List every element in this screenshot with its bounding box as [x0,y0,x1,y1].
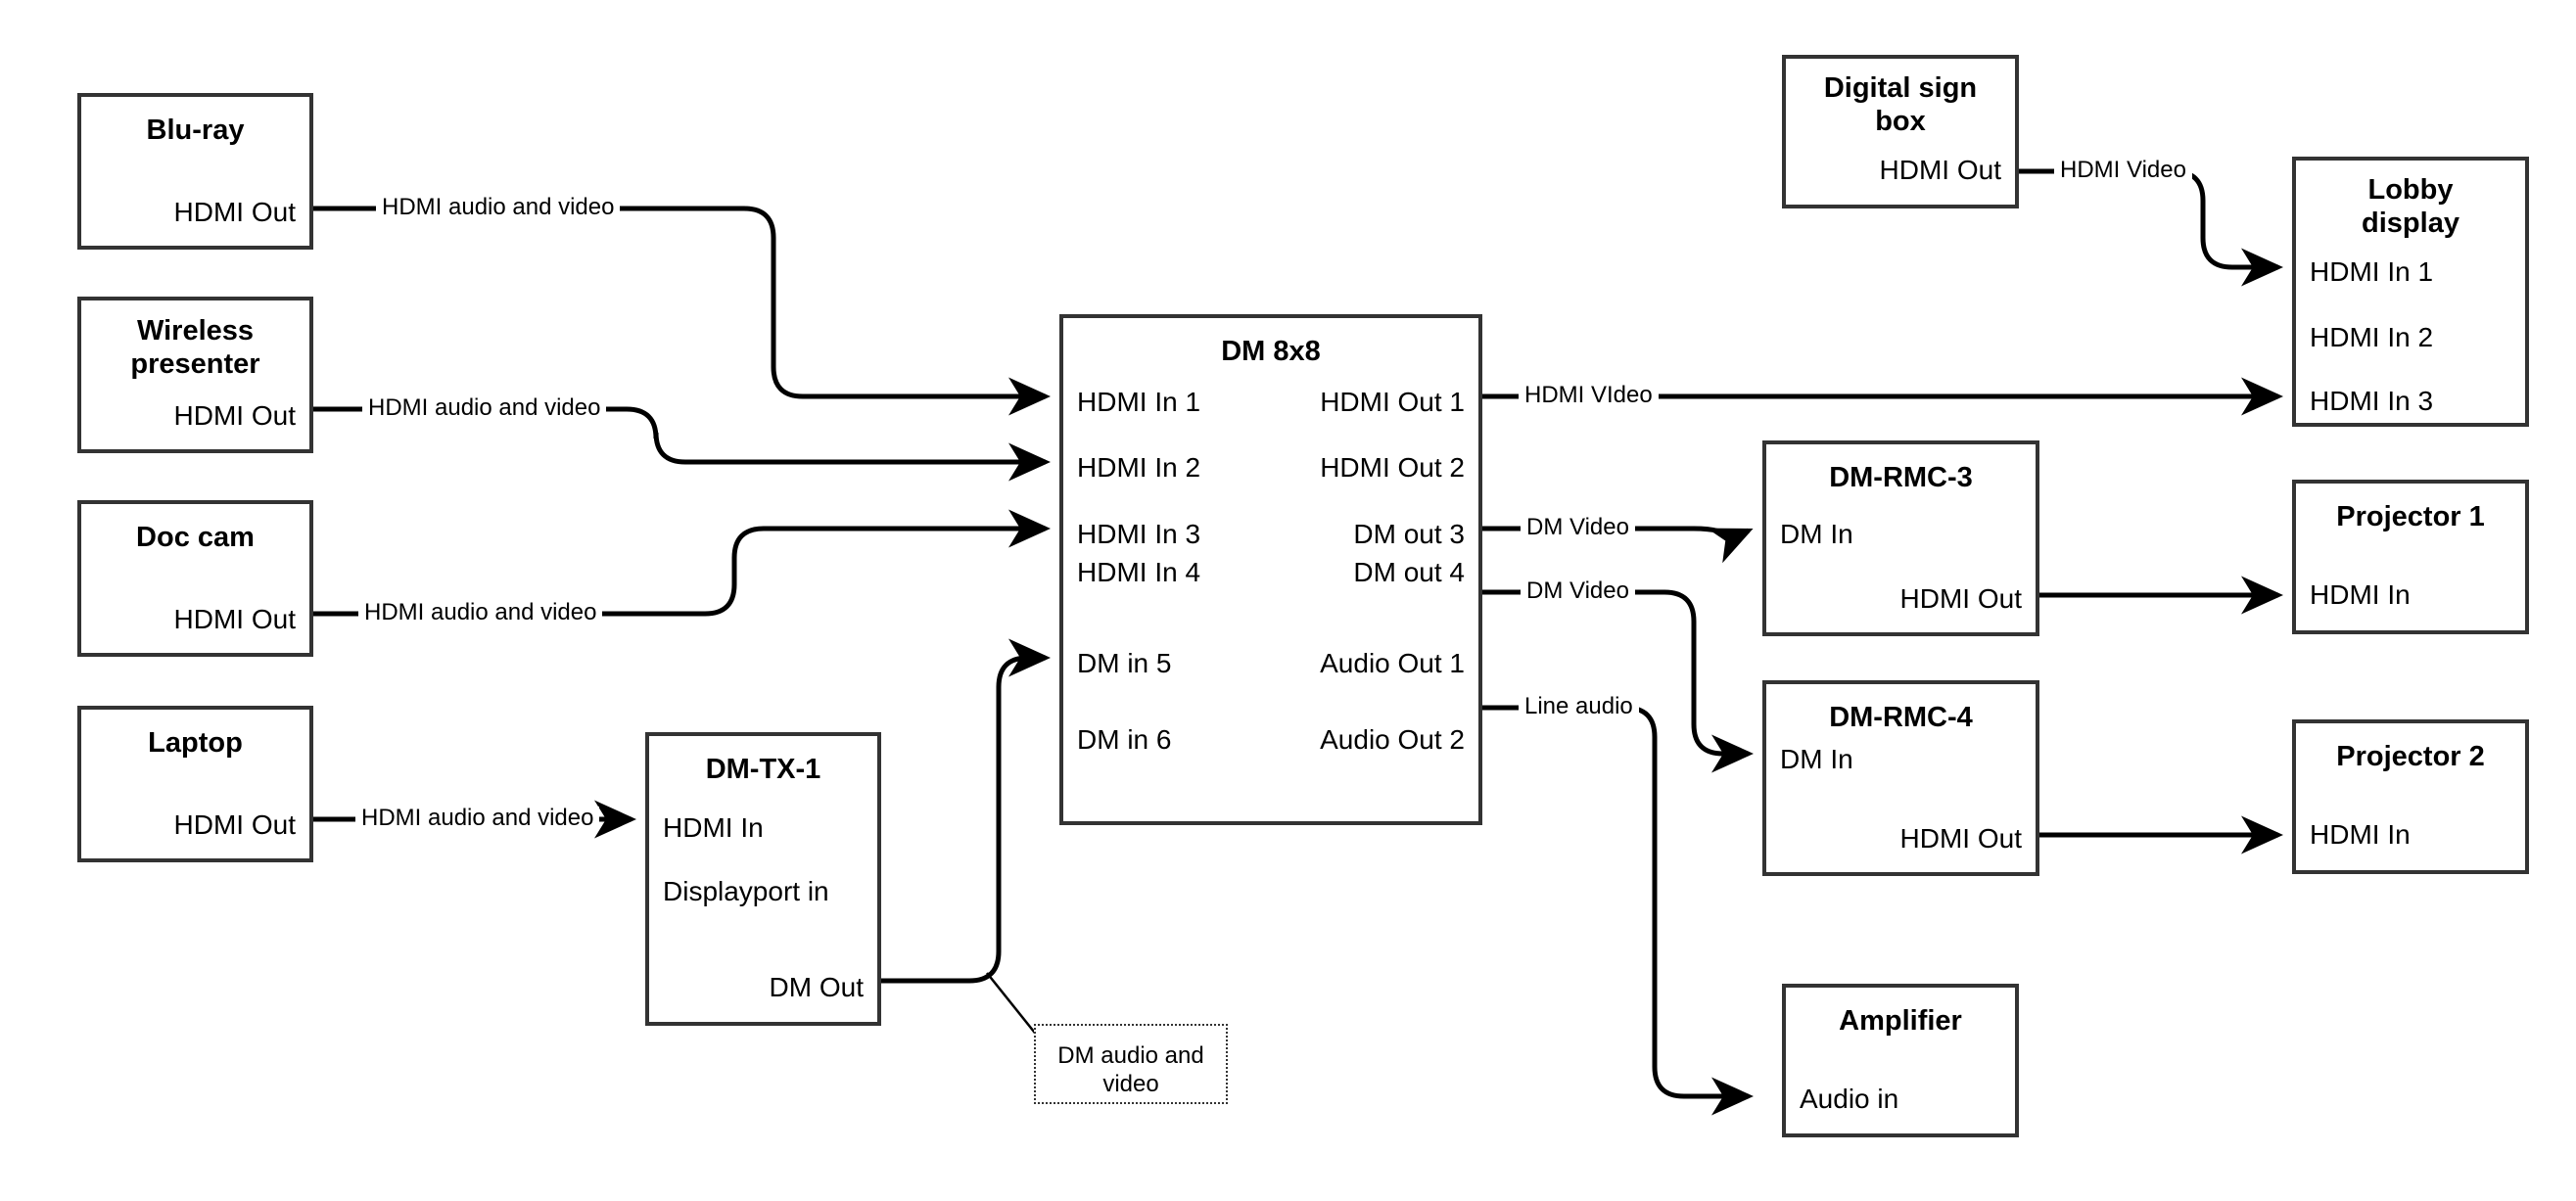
node-title-dm-rmc-4: DM-RMC-4 [1829,702,1973,733]
node-title-lobby-display: Lobby display [2362,174,2459,240]
port-amplifier-audio-in: Audio in [1800,1084,1899,1114]
node-dm-rmc-4[interactable]: DM-RMC-4 DM In HDMI Out [1762,680,2039,876]
note-dm-audio-and-video-text: DM audio and video [1057,1042,1204,1098]
node-dm-8x8[interactable]: DM 8x8 HDMI In 1 HDMI In 2 HDMI In 3 HDM… [1059,314,1482,825]
node-dm-tx-1[interactable]: DM-TX-1 HDMI In Displayport in DM Out [645,732,881,1026]
port-digital-sign-box-hdmi-out: HDMI Out [1879,155,2001,185]
port-dm-rmc-4-dm-in: DM In [1780,744,1853,774]
wire-label-laptop: HDMI audio and video [355,807,600,830]
port-dm-8x8-dm-in-5: DM in 5 [1077,648,1172,678]
node-title-dm-tx-1: DM-TX-1 [705,754,821,785]
node-title-dm-8x8: DM 8x8 [1221,336,1321,367]
port-dm-8x8-audio-out-1: Audio Out 1 [1320,648,1465,678]
node-title-doc-cam: Doc cam [136,522,255,553]
wire-label-bluray: HDMI audio and video [376,196,621,219]
port-dm-rmc-4-hdmi-out: HDMI Out [1899,823,2022,854]
node-title-laptop: Laptop [148,727,243,759]
port-lobby-display-hdmi-in-1: HDMI In 1 [2310,256,2434,287]
port-doc-cam-hdmi-out: HDMI Out [173,604,296,634]
node-title-dm-rmc-3: DM-RMC-3 [1829,462,1973,493]
node-projector-2[interactable]: Projector 2 HDMI In [2292,719,2529,874]
node-title-projector-1: Projector 1 [2336,501,2485,532]
port-dm-8x8-dm-out-4: DM out 4 [1353,557,1465,587]
node-title-projector-2: Projector 2 [2336,741,2485,772]
node-title-amplifier: Amplifier [1839,1005,1962,1037]
wire-label-dmout4: DM Video [1521,579,1635,603]
wire-dm-audioout1-to-amplifier [1482,705,1755,1116]
wire-sign-to-lobby-hdmi-in-1 [2019,168,2284,287]
node-title-blu-ray: Blu-ray [146,115,245,146]
port-dm-8x8-dm-out-3: DM out 3 [1353,519,1465,549]
port-dm-tx-1-displayport-in: Displayport in [663,876,829,906]
port-dm-tx-1-hdmi-in: HDMI In [663,812,764,843]
node-digital-sign-box[interactable]: Digital sign box HDMI Out [1782,55,2019,208]
note-dm-audio-and-video: DM audio and video [1034,1024,1228,1104]
port-lobby-display-hdmi-in-2: HDMI In 2 [2310,322,2434,352]
port-projector-1-hdmi-in: HDMI In [2310,579,2411,610]
port-dm-8x8-hdmi-in-1: HDMI In 1 [1077,387,1201,417]
node-projector-1[interactable]: Projector 1 HDMI In [2292,480,2529,634]
port-dm-8x8-audio-out-2: Audio Out 2 [1320,724,1465,755]
wire-label-sign-to-lobby: HDMI Video [2054,159,2192,182]
node-amplifier[interactable]: Amplifier Audio in [1782,984,2019,1137]
wire-dm-dmout4-to-rmc4 [1482,589,1755,773]
port-blu-ray-hdmi-out: HDMI Out [173,197,296,227]
wire-label-hdmiout1: HDMI VIdeo [1519,384,1659,407]
port-laptop-hdmi-out: HDMI Out [173,809,296,840]
port-dm-8x8-hdmi-out-2: HDMI Out 2 [1320,452,1465,483]
wire-label-audioout1: Line audio [1519,695,1639,718]
wire-label-wireless: HDMI audio and video [362,396,607,420]
port-dm-8x8-hdmi-in-3: HDMI In 3 [1077,519,1201,549]
port-dm-8x8-dm-in-6: DM in 6 [1077,724,1172,755]
node-wireless-presenter[interactable]: Wireless presenter HDMI Out [77,297,313,453]
port-dm-8x8-hdmi-in-4: HDMI In 4 [1077,557,1201,587]
port-dm-tx-1-dm-out: DM Out [769,972,864,1002]
port-lobby-display-hdmi-in-3: HDMI In 3 [2310,386,2434,416]
port-wireless-presenter-hdmi-out: HDMI Out [173,400,296,431]
node-laptop[interactable]: Laptop HDMI Out [77,706,313,862]
node-doc-cam[interactable]: Doc cam HDMI Out [77,500,313,657]
wire-bluray-to-dm-hdmi-in-1 [313,206,1052,416]
wire-dmtx1-to-dm-in-5 [881,638,1052,984]
wire-label-doccam: HDMI audio and video [358,601,603,624]
node-lobby-display[interactable]: Lobby display HDMI In 1 HDMI In 2 HDMI I… [2292,157,2529,427]
node-title-wireless-presenter: Wireless presenter [130,315,260,381]
port-projector-2-hdmi-in: HDMI In [2310,819,2411,850]
node-title-digital-sign-box: Digital sign box [1823,72,1978,138]
port-dm-8x8-hdmi-in-2: HDMI In 2 [1077,452,1201,483]
node-blu-ray[interactable]: Blu-ray HDMI Out [77,93,313,250]
node-dm-rmc-3[interactable]: DM-RMC-3 DM In HDMI Out [1762,440,2039,636]
wire-label-dmout3: DM Video [1521,516,1635,539]
port-dm-8x8-hdmi-out-1: HDMI Out 1 [1320,387,1465,417]
port-dm-rmc-3-hdmi-out: HDMI Out [1899,583,2022,614]
port-dm-rmc-3-dm-in: DM In [1780,519,1853,549]
